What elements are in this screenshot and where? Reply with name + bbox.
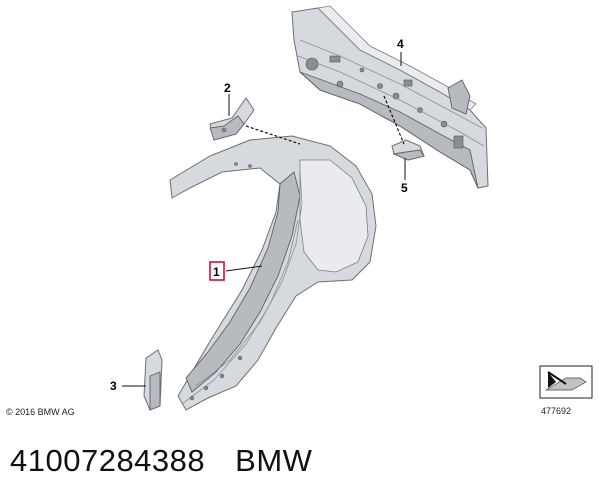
callout-4[interactable]: 4 [397,37,404,51]
copyright-label: © 2016 BMW AG [6,407,75,417]
side-panel-part-1 [169,135,377,411]
leader-line-2-dashed [245,125,301,145]
callout-2[interactable]: 2 [224,81,231,95]
callout-3[interactable]: 3 [110,379,117,393]
leader-line-4-dashed [383,95,405,145]
rear-panel-part-4 [291,5,489,189]
callout-1[interactable]: 1 [213,265,220,279]
illustration-number: 477692 [541,406,572,416]
parts-diagram: 1 2 3 4 5 [110,5,593,411]
part-number: 41007284388 [10,443,206,478]
direction-arrow-icon [539,365,593,399]
footer: 41007284388 BMW [10,443,312,479]
callout-1-highlight [209,261,225,281]
bracket-part-3 [143,349,163,411]
leader-line-1 [225,265,263,272]
brand-name: BMW [235,443,313,478]
bracket-part-5 [391,139,425,161]
bracket-part-2 [209,97,255,141]
callout-5[interactable]: 5 [401,181,408,195]
